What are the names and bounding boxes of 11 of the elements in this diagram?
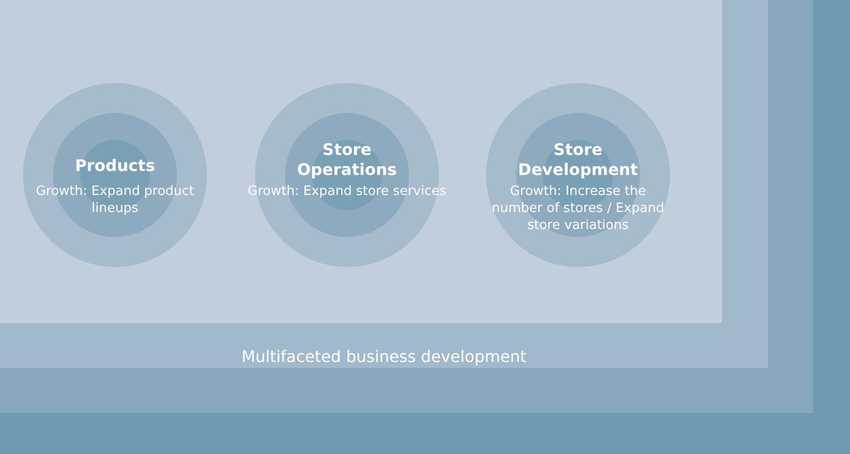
layer-label: Multifaceted business development [240,347,528,366]
circle-heading: Store Development [517,140,639,180]
concentric-circles [23,83,207,267]
circle-description: Growth: Expand store services [246,183,448,200]
circle-description: Growth: Expand product lineups [34,183,196,217]
circle-description: Growth: Increase the number of stores / Expand store variations [490,183,666,234]
layer-panel [0,0,768,368]
circle-heading: Products [74,156,156,176]
circle-heading: Store Operations [296,140,398,180]
concentric-circles [486,83,670,267]
layer-panel [0,0,722,323]
